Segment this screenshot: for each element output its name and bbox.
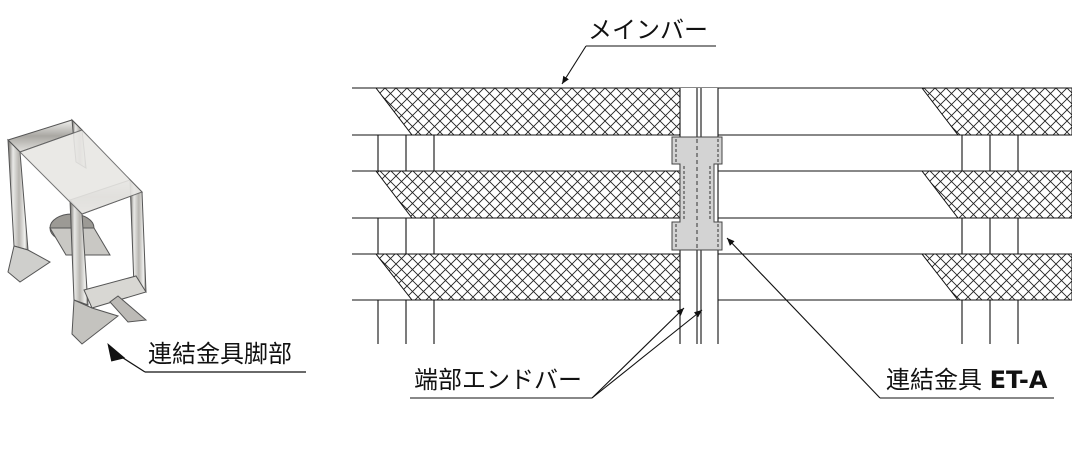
end-bar-label: 端部エンドバー [414, 366, 582, 394]
connector-label-text: 連結金具 [886, 366, 990, 394]
main-bar-label: メインバー [588, 16, 708, 44]
clip-photo [7, 118, 148, 345]
connector-et-a [671, 136, 723, 251]
main-bar-hatch [374, 87, 1072, 301]
clip-leg-label: 連結金具脚部 [148, 340, 292, 368]
connector-label: 連結金具 ET-A [886, 368, 1047, 392]
clip-leg-leader [107, 343, 306, 373]
leader-lines [410, 45, 1054, 399]
connector-model: ET-A [989, 366, 1048, 394]
